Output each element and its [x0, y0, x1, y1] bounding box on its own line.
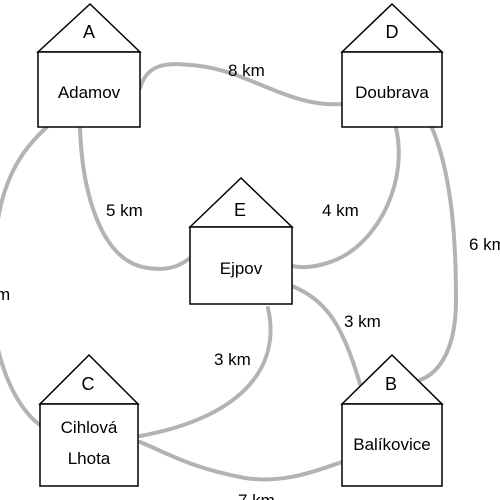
road-e-b — [290, 284, 362, 386]
house-d: D Doubrava — [340, 2, 444, 128]
house-c-name-line-2: Lhota — [68, 449, 111, 468]
road-c-b — [138, 440, 344, 482]
house-c-name-line-1: Cihlová — [61, 418, 118, 437]
distance-labels: 8 km 5 km 4 km 6 km 3 km 3 km 7 km m — [0, 61, 500, 500]
house-d-name: Doubrava — [355, 83, 429, 102]
roads — [0, 62, 459, 482]
house-b-letter: B — [385, 374, 397, 394]
house-e-letter: E — [234, 200, 246, 220]
distance-label-e-c: 3 km — [214, 350, 251, 369]
distance-label-a-d: 8 km — [228, 61, 265, 80]
road-a-d — [138, 62, 344, 107]
house-b-body — [341, 403, 443, 487]
road-a-c — [0, 124, 50, 427]
house-d-body — [341, 51, 443, 128]
house-a: A Adamov — [36, 2, 142, 128]
house-a-letter: A — [83, 22, 95, 42]
house-c: C Cihlová Lhota — [38, 353, 140, 487]
house-b: B Balíkovice — [340, 353, 444, 487]
distance-label-d-b: 6 km — [469, 235, 500, 254]
house-e-name: Ejpov — [220, 259, 263, 278]
road-a-e — [78, 126, 192, 271]
house-e-body — [189, 226, 293, 305]
distance-label-a-e: 5 km — [106, 201, 143, 220]
distance-label-d-e: 4 km — [322, 201, 359, 220]
distance-label-e-b: 3 km — [344, 312, 381, 331]
road-e-c — [138, 306, 273, 438]
distance-label-a-c: m — [0, 285, 10, 304]
house-e: E Ejpov — [188, 176, 294, 305]
house-a-name: Adamov — [58, 83, 121, 102]
distance-label-c-b: 7 km — [238, 491, 275, 500]
house-c-body — [39, 403, 139, 487]
house-c-letter: C — [82, 374, 95, 394]
house-a-body — [37, 51, 141, 128]
road-d-b — [418, 126, 459, 382]
house-b-name: Balíkovice — [353, 435, 430, 454]
road-d-e — [290, 126, 401, 269]
house-d-letter: D — [386, 22, 399, 42]
